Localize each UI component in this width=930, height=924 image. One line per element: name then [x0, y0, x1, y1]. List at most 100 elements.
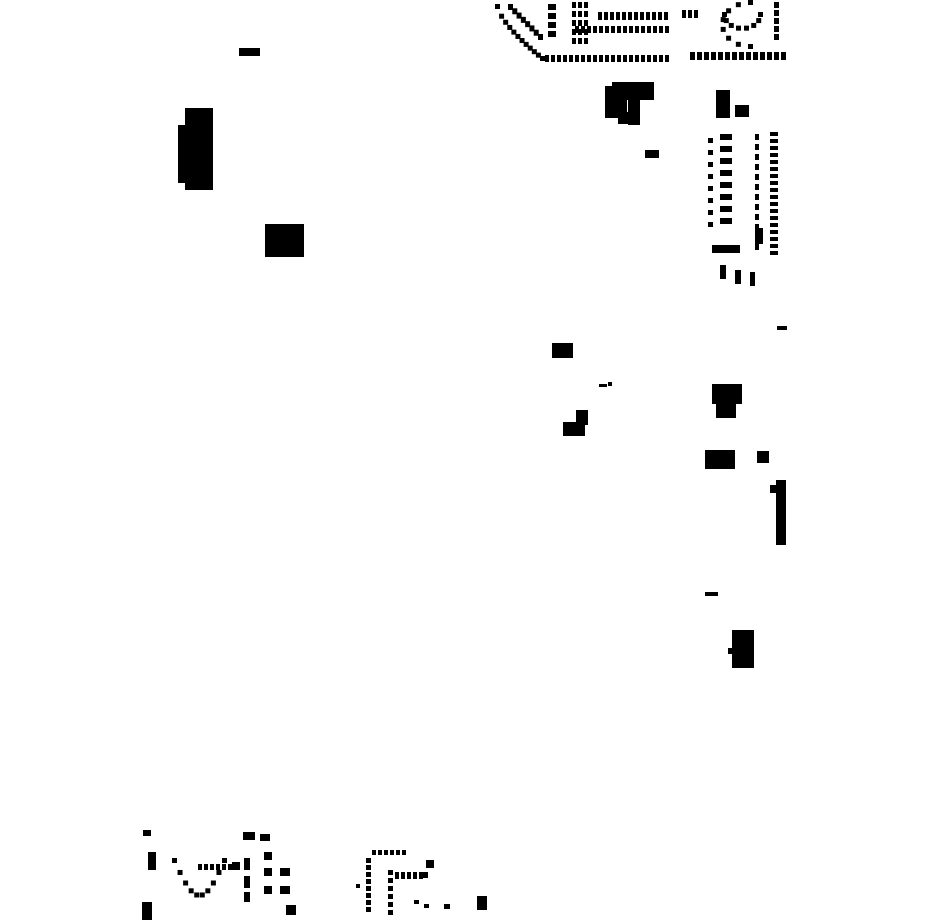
building	[142, 902, 152, 920]
building	[781, 52, 786, 60]
building	[755, 154, 759, 160]
building	[264, 886, 272, 894]
building	[548, 13, 556, 19]
building	[770, 153, 778, 157]
building	[525, 21, 531, 28]
building	[529, 25, 535, 32]
building	[604, 12, 608, 20]
building	[611, 55, 615, 62]
building	[599, 55, 603, 62]
building	[584, 2, 588, 8]
building	[548, 4, 556, 10]
building	[770, 237, 778, 241]
building	[755, 134, 759, 140]
building	[774, 52, 779, 60]
building	[390, 850, 394, 855]
building	[728, 22, 734, 28]
building	[629, 26, 633, 33]
building	[378, 850, 382, 855]
building	[720, 182, 732, 188]
building	[234, 864, 238, 870]
building	[755, 144, 759, 150]
building	[628, 12, 632, 20]
building	[758, 12, 763, 17]
building	[216, 869, 222, 875]
building	[388, 878, 393, 883]
building	[531, 49, 537, 55]
building	[755, 214, 759, 220]
building	[533, 29, 539, 36]
building	[726, 8, 732, 14]
building	[618, 112, 630, 124]
building	[401, 872, 405, 879]
building	[599, 384, 607, 387]
building	[260, 834, 270, 841]
building	[584, 38, 588, 44]
building	[770, 188, 778, 192]
building	[540, 56, 545, 61]
building	[422, 872, 428, 878]
building	[388, 902, 393, 907]
building	[770, 160, 778, 164]
building	[708, 162, 713, 167]
building	[572, 29, 576, 35]
building	[647, 55, 651, 62]
building	[578, 38, 582, 44]
building	[735, 25, 741, 31]
building	[576, 410, 588, 425]
building	[581, 55, 585, 62]
building	[499, 13, 505, 19]
building	[617, 26, 621, 33]
building	[697, 52, 702, 60]
building	[725, 52, 730, 60]
building	[372, 850, 376, 855]
building	[143, 830, 151, 836]
building	[395, 872, 399, 879]
building	[757, 451, 769, 463]
building	[732, 52, 737, 60]
building	[414, 900, 419, 904]
building	[694, 10, 698, 18]
building	[265, 224, 304, 257]
building	[572, 20, 576, 26]
building	[770, 209, 778, 213]
building	[199, 892, 205, 898]
building	[578, 29, 582, 35]
building	[653, 26, 657, 33]
building	[584, 20, 588, 26]
building	[578, 20, 582, 26]
building	[572, 11, 576, 17]
building	[640, 12, 644, 20]
building	[402, 850, 406, 855]
building	[593, 26, 597, 33]
building	[210, 880, 216, 886]
building	[366, 900, 371, 905]
building	[598, 12, 602, 20]
building	[587, 26, 591, 33]
building	[755, 184, 759, 190]
building	[744, 25, 750, 31]
building	[622, 12, 626, 20]
building	[708, 198, 713, 203]
building	[286, 905, 296, 915]
building	[770, 146, 778, 150]
building	[659, 55, 663, 62]
building	[735, 2, 741, 8]
building	[388, 886, 393, 891]
building	[722, 12, 727, 17]
building	[712, 384, 742, 404]
building	[495, 4, 500, 9]
building	[616, 12, 620, 20]
building	[641, 26, 645, 33]
building	[388, 870, 393, 875]
building	[711, 52, 716, 60]
building	[572, 2, 576, 8]
building	[708, 186, 713, 191]
building	[767, 52, 772, 60]
building	[444, 904, 450, 909]
building	[751, 22, 757, 28]
building	[551, 55, 555, 62]
building	[756, 18, 762, 24]
